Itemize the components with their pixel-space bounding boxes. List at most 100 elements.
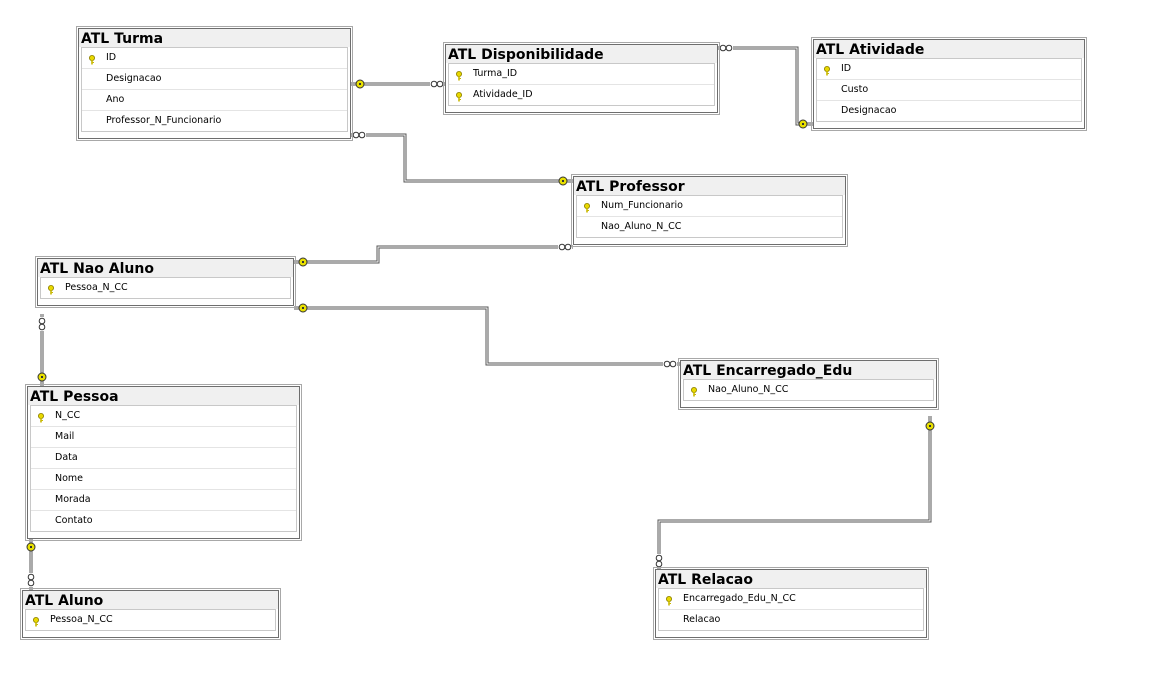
relationship-professor-turma[interactable] <box>351 133 573 183</box>
relationship-encarregado-relacao[interactable] <box>657 416 932 569</box>
relationship-line-inner <box>351 134 573 182</box>
column-row[interactable]: Pessoa_N_CC <box>41 278 290 299</box>
column-name: N_CC <box>55 410 81 421</box>
column-name: Pessoa_N_CC <box>50 614 113 625</box>
column-row[interactable]: Nao_Aluno_N_CC <box>684 380 933 401</box>
table-title: ATL Disponibilidade <box>446 45 717 63</box>
relationship-atividade-disponibilidade[interactable] <box>718 46 813 126</box>
many-end-infinity-icon <box>719 44 733 52</box>
column-row[interactable]: Nao_Aluno_N_CC <box>577 217 842 238</box>
primary-key-icon <box>32 615 40 627</box>
table-title: ATL Pessoa <box>28 387 299 405</box>
column-row[interactable]: Nome <box>31 469 296 490</box>
many-end-infinity-icon <box>663 360 677 368</box>
primary-key-icon <box>37 411 45 423</box>
relationship-line-inner <box>718 47 813 125</box>
one-end-key-icon <box>298 257 308 267</box>
many-end-infinity-icon <box>558 243 572 251</box>
column-row[interactable]: Designacao <box>82 69 347 90</box>
column-row[interactable]: Data <box>31 448 296 469</box>
one-end-key-icon <box>355 79 365 89</box>
table-title: ATL Turma <box>79 29 350 47</box>
column-name: Pessoa_N_CC <box>65 282 128 293</box>
column-name: Custo <box>841 84 869 95</box>
primary-key-icon <box>88 53 96 65</box>
column-name: Relacao <box>683 614 721 625</box>
column-name: ID <box>106 52 117 63</box>
column-row[interactable]: Custo <box>817 80 1081 101</box>
column-list: Nao_Aluno_N_CC <box>683 379 934 401</box>
column-name: Nao_Aluno_N_CC <box>601 221 682 232</box>
column-row[interactable]: Morada <box>31 490 296 511</box>
table-title: ATL Atividade <box>814 40 1084 58</box>
column-row[interactable]: Turma_ID <box>449 64 714 85</box>
one-end-key-icon <box>925 421 935 431</box>
column-row[interactable]: Pessoa_N_CC <box>26 610 275 631</box>
primary-key-icon <box>665 594 673 606</box>
column-row[interactable]: Professor_N_Funcionario <box>82 111 347 132</box>
one-end-key-icon <box>558 176 568 186</box>
relationship-line-inner <box>294 246 573 263</box>
one-end-key-icon <box>37 372 47 382</box>
column-row[interactable]: N_CC <box>31 406 296 427</box>
table-title: ATL Aluno <box>23 591 278 609</box>
many-end-infinity-icon <box>430 80 444 88</box>
column-name: Mail <box>55 431 75 442</box>
column-name: Num_Funcionario <box>601 200 683 211</box>
many-end-infinity-icon <box>352 131 366 139</box>
primary-key-icon <box>583 201 591 213</box>
relationship-naoaluno-professor[interactable] <box>294 245 573 264</box>
column-row[interactable]: ID <box>817 59 1081 80</box>
column-row[interactable]: Relacao <box>659 610 923 631</box>
primary-key-icon <box>47 283 55 295</box>
column-name: Data <box>55 452 78 463</box>
column-row[interactable]: Ano <box>82 90 347 111</box>
table-title: ATL Nao Aluno <box>38 259 293 277</box>
table-title: ATL Professor <box>574 177 845 195</box>
column-row[interactable]: ID <box>82 48 347 69</box>
column-row[interactable]: Num_Funcionario <box>577 196 842 217</box>
column-name: Morada <box>55 494 91 505</box>
column-name: Atividade_ID <box>473 89 533 100</box>
column-name: Contato <box>55 515 93 526</box>
column-row[interactable]: Mail <box>31 427 296 448</box>
primary-key-icon <box>823 64 831 76</box>
one-end-key-icon <box>26 542 36 552</box>
column-list: Pessoa_N_CC <box>40 277 291 299</box>
column-row[interactable]: Encarregado_Edu_N_CC <box>659 589 923 610</box>
column-name: Encarregado_Edu_N_CC <box>683 593 796 604</box>
column-name: Ano <box>106 94 125 105</box>
many-end-infinity-icon <box>27 573 35 587</box>
column-row[interactable]: Contato <box>31 511 296 532</box>
column-name: Designacao <box>106 73 162 84</box>
many-end-infinity-icon <box>655 554 663 568</box>
column-list: Turma_ID Atividade_ID <box>448 63 715 106</box>
column-list: Encarregado_Edu_N_CC Relacao <box>658 588 924 631</box>
column-name: Professor_N_Funcionario <box>106 115 222 126</box>
column-name: Nome <box>55 473 84 484</box>
relationship-line-inner <box>294 307 680 365</box>
column-name: Nao_Aluno_N_CC <box>708 384 789 395</box>
one-end-key-icon <box>298 303 308 313</box>
table-title: ATL Encarregado_Edu <box>681 361 936 379</box>
table-title: ATL Relacao <box>656 570 926 588</box>
relationship-line-inner <box>658 416 931 569</box>
column-row[interactable]: Designacao <box>817 101 1081 122</box>
column-row[interactable]: Atividade_ID <box>449 85 714 106</box>
primary-key-icon <box>455 90 463 102</box>
column-name: Designacao <box>841 105 897 116</box>
